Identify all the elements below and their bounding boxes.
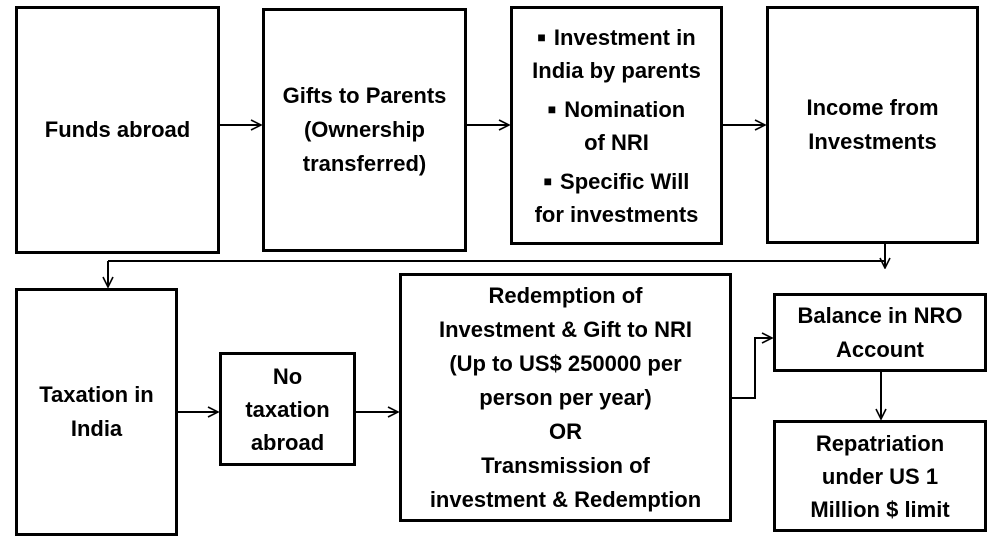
label: of NRI [584,129,649,155]
label: person per year) [479,384,652,410]
node-repatriation: Repatriation under US 1 Million $ limit [773,420,987,532]
label: Investments [808,129,937,154]
node-funds-abroad: Funds abroad [15,6,220,254]
bullet-item: ■ Nomination [548,93,685,126]
label: India by parents [532,57,701,83]
label: (Up to US$ 250000 per [449,350,682,376]
label: India [70,416,123,441]
label: Funds abroad [44,117,191,142]
label: for investments [534,201,699,227]
label: Gifts to Parents [282,83,447,108]
label: No [272,363,303,389]
label: under US 1 [821,463,939,489]
label: Taxation in [39,382,154,407]
label: abroad [250,429,325,455]
label: taxation [245,396,330,422]
node-redemption: Redemption of Investment & Gift to NRI (Up… [399,273,732,522]
label: Transmission of [481,452,650,478]
label: transferred) [302,151,427,176]
label: Repatriation [815,430,945,456]
bullet-icon: ■ [543,172,553,189]
label: Income from [806,95,939,120]
bullet-item: ■ Investment in [537,21,695,54]
label: Account [836,336,924,362]
node-no-taxation: No taxation abroad [219,352,356,466]
label: Balance in NRO [797,302,963,328]
label: Redemption of [488,282,643,308]
label: Specific Will [560,168,690,194]
bullet-icon: ■ [537,28,546,45]
node-taxation-india: Taxation in India [15,288,178,536]
bullet-item: ■ Specific Will [544,165,690,198]
arrow-redemption-balance [732,338,772,399]
label: Investment & Gift to NRI [438,316,692,342]
node-gifts: Gifts to Parents (Ownership transferred) [262,8,467,252]
label: OR [549,418,582,444]
node-investment: ■ Investment in India by parents ■ Nominat… [510,6,723,245]
label: Nomination [564,96,686,122]
label: Investment in [553,24,696,50]
label: (Ownership [303,117,425,142]
node-balance: Balance in NRO Account [773,293,987,372]
bullet-icon: ■ [547,100,557,117]
label: Million $ limit [810,496,950,522]
label: investment & Redemption [429,486,702,512]
